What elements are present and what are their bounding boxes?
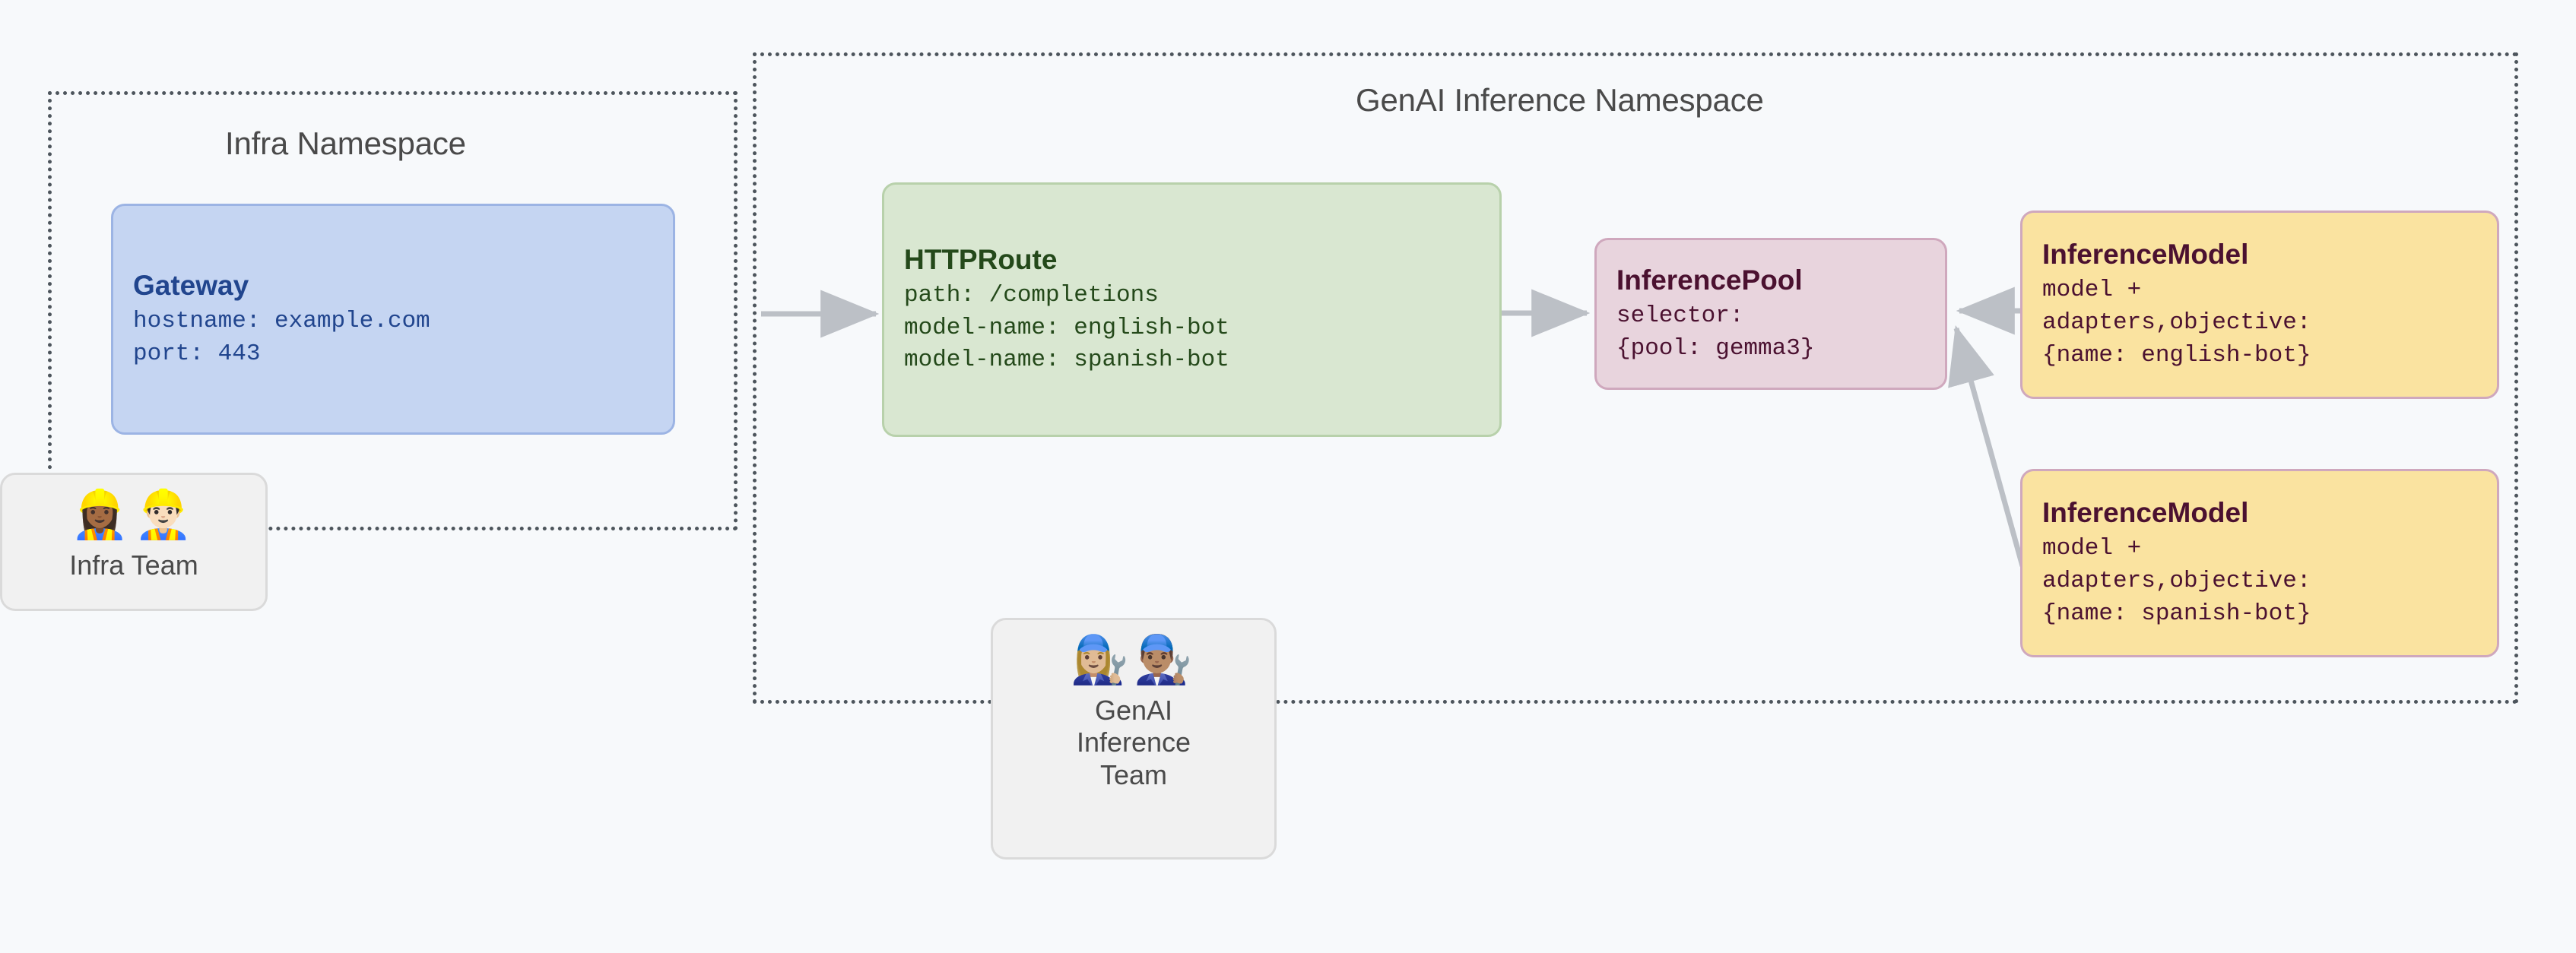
- infra-team-label: Infra Team: [69, 549, 198, 581]
- team-box-genai[interactable]: 👩🏼‍🔧👨🏽‍🔧 GenAI Inference Team: [991, 618, 1277, 860]
- namespace-genai: [753, 52, 2518, 704]
- genai-team-avatars: 👩🏼‍🔧👨🏽‍🔧: [1070, 634, 1198, 686]
- node-gateway-line-0: hostname: example.com: [133, 307, 430, 334]
- node-inferencepool[interactable]: InferencePool selector: {pool: gemma3}: [1594, 238, 1947, 390]
- node-httproute-line-0: path: /completions: [904, 281, 1159, 309]
- node-gateway-title: Gateway: [133, 269, 249, 301]
- node-inferencemodel-spanish[interactable]: InferenceModel model + adapters,objectiv…: [2020, 469, 2499, 657]
- node-inferencemodel-english-line-2: {name: english-bot}: [2042, 341, 2311, 369]
- node-gateway[interactable]: Gateway hostname: example.com port: 443: [111, 204, 675, 435]
- infra-team-avatars: 👷🏾‍♀️👷🏻‍♂️: [70, 489, 198, 541]
- node-inferencemodel-english[interactable]: InferenceModel model + adapters,objectiv…: [2020, 211, 2499, 399]
- node-httproute[interactable]: HTTPRoute path: /completions model-name:…: [882, 182, 1502, 437]
- node-inferencemodel-english-line-1: adapters,objective:: [2042, 309, 2311, 337]
- node-inferencepool-line-1: {pool: gemma3}: [1616, 334, 1815, 362]
- node-httproute-line-1: model-name: english-bot: [904, 314, 1229, 341]
- genai-team-label: GenAI Inference Team: [1076, 695, 1191, 790]
- node-gateway-line-1: port: 443: [133, 340, 261, 367]
- namespace-infra: [48, 91, 738, 530]
- node-inferencemodel-spanish-title: InferenceModel: [2042, 497, 2249, 529]
- node-httproute-line-2: model-name: spanish-bot: [904, 347, 1229, 374]
- node-httproute-title: HTTPRoute: [904, 243, 1058, 275]
- team-box-infra[interactable]: 👷🏾‍♀️👷🏻‍♂️ Infra Team: [0, 473, 268, 611]
- namespace-genai-title: GenAI Inference Namespace: [1356, 82, 1764, 118]
- node-inferencemodel-spanish-line-2: {name: spanish-bot}: [2042, 600, 2311, 627]
- namespace-infra-title: Infra Namespace: [225, 125, 466, 161]
- node-inferencepool-title: InferencePool: [1616, 264, 1803, 296]
- node-inferencemodel-spanish-line-1: adapters,objective:: [2042, 568, 2311, 595]
- node-inferencemodel-spanish-line-0: model +: [2042, 535, 2142, 562]
- node-inferencemodel-english-line-0: model +: [2042, 277, 2142, 304]
- node-inferencepool-line-0: selector:: [1616, 302, 1744, 329]
- node-inferencemodel-english-title: InferenceModel: [2042, 239, 2249, 271]
